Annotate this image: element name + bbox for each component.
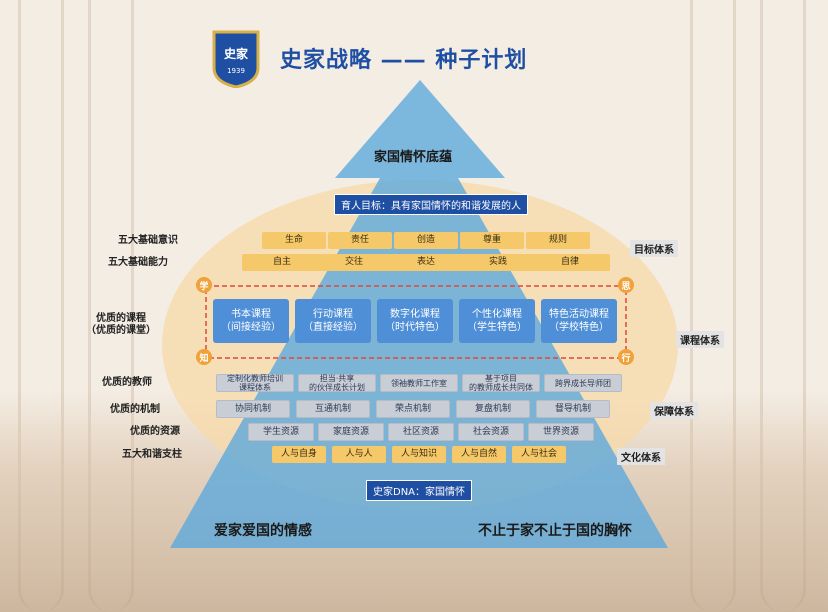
- awareness-item: 尊重: [460, 232, 524, 249]
- apex-label: 家国情怀底蕴: [374, 150, 453, 165]
- ability-item: 自主: [242, 254, 322, 271]
- resources-item: 社会资源: [458, 423, 524, 441]
- pillars-item: 人与社会: [512, 446, 566, 463]
- system-goal: 目标体系: [630, 240, 678, 257]
- pillars-item: 人与知识: [392, 446, 446, 463]
- awareness-item: 规则: [526, 232, 590, 249]
- system-course: 课程体系: [676, 331, 724, 348]
- mechanism-item: 荣点机制: [376, 400, 450, 418]
- background-stripe: [690, 0, 736, 612]
- background-stripe: [760, 0, 806, 612]
- bottom-right-slogan: 不止于家不止于国的胸怀: [478, 523, 632, 539]
- row-label-teachers: 优质的教师: [102, 377, 152, 388]
- ability-item: 自律: [530, 254, 610, 271]
- awareness-item: 生命: [262, 232, 326, 249]
- row-label-awareness: 五大基础意识: [118, 235, 178, 246]
- mechanism-item: 互通机制: [296, 400, 370, 418]
- background-stripe: [18, 0, 64, 612]
- goal-banner: 育人目标：具有家国情怀的和谐发展的人: [334, 194, 528, 215]
- courses-item: 特色活动课程 （学校特色）: [541, 299, 617, 343]
- courses-item: 书本课程 （间接经验）: [213, 299, 289, 343]
- courses-item: 行动课程 （直接经验）: [295, 299, 371, 343]
- awareness-item: 创造: [394, 232, 458, 249]
- mechanism-item: 协同机制: [216, 400, 290, 418]
- corner-learn: 学: [196, 277, 212, 293]
- ability-item: 交往: [314, 254, 394, 271]
- corner-act: 行: [618, 349, 634, 365]
- corner-know: 知: [196, 349, 212, 365]
- crest-year: 1939: [227, 66, 245, 75]
- corner-think: 思: [618, 277, 634, 293]
- courses-item: 数字化课程 （时代特色）: [377, 299, 453, 343]
- teachers-item: 定制化教师培训 课程体系: [216, 374, 294, 392]
- teachers-item: 跨界成长导师团: [544, 374, 622, 392]
- school-crest-icon: [212, 30, 260, 88]
- row-label-pillars: 五大和谐支柱: [122, 449, 182, 460]
- resources-item: 家庭资源: [318, 423, 384, 441]
- teachers-item: 担当·共享 的伙伴成长计划: [298, 374, 376, 392]
- background-stripe: [88, 0, 134, 612]
- awareness-item: 责任: [328, 232, 392, 249]
- resources-item: 社区资源: [388, 423, 454, 441]
- system-culture: 文化体系: [617, 448, 665, 465]
- dna-banner: 史家DNA：家国情怀: [366, 480, 473, 501]
- course-dashed-frame: [205, 285, 627, 359]
- mechanism-item: 复盘机制: [456, 400, 530, 418]
- ability-item: 表达: [386, 254, 466, 271]
- crest-glyph: 史家: [223, 46, 248, 61]
- row-label-courses: 优质的课程 （优质的课堂）: [86, 313, 156, 336]
- courses-item: 个性化课程 （学生特色）: [459, 299, 535, 343]
- teachers-item: 领袖教师工作室: [380, 374, 458, 392]
- resources-item: 学生资源: [248, 423, 314, 441]
- resources-item: 世界资源: [528, 423, 594, 441]
- system-guarantee: 保障体系: [650, 402, 698, 419]
- page-title: 史家战略 —— 种子计划: [280, 48, 528, 73]
- row-label-ability: 五大基础能力: [108, 257, 168, 268]
- pillars-item: 人与自身: [272, 446, 326, 463]
- mechanism-item: 督导机制: [536, 400, 610, 418]
- pillars-item: 人与人: [332, 446, 386, 463]
- bottom-left-slogan: 爱家爱国的情感: [214, 523, 312, 539]
- teachers-item: 基于项目 的教师成长共同体: [462, 374, 540, 392]
- ability-item: 实践: [458, 254, 538, 271]
- row-label-mechanism: 优质的机制: [110, 404, 160, 415]
- pillars-item: 人与自然: [452, 446, 506, 463]
- row-label-resources: 优质的资源: [130, 426, 180, 437]
